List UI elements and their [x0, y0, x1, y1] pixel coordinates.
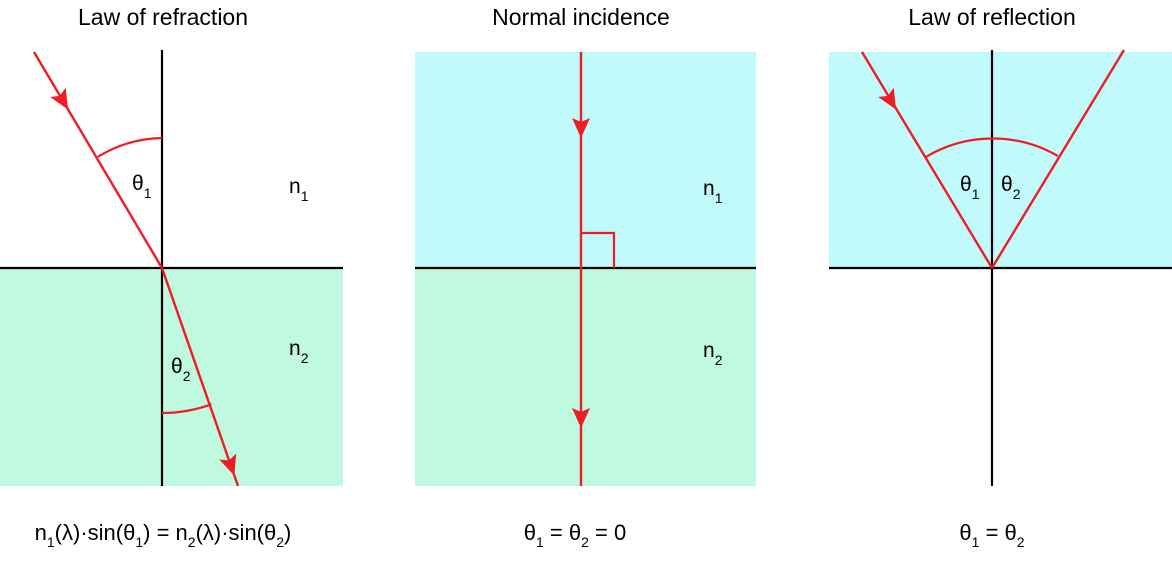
- equation-part: θ: [959, 520, 971, 545]
- medium-label-n2: n2: [703, 339, 723, 368]
- angle-label-theta1: θ1: [960, 173, 980, 202]
- panel-title: Law of refraction: [78, 4, 248, 30]
- right-angle-marker: [581, 231, 616, 268]
- medium-label-n1: n1: [703, 177, 723, 206]
- lower-medium-region: [0, 268, 343, 486]
- normal-incidence-equation: θ1 = θ2 = 0: [524, 520, 626, 550]
- angle-label-theta2: θ2: [171, 355, 191, 384]
- panel-reflection: Law of reflection θ1 θ2 θ1 = θ2: [829, 4, 1172, 550]
- equation-part: 2: [581, 534, 589, 550]
- angle-label-theta2: θ2: [1001, 173, 1021, 202]
- equation-part: θ: [524, 520, 536, 545]
- panel-title: Law of reflection: [908, 4, 1075, 30]
- equation-part: 1: [972, 534, 980, 550]
- medium-label-n2: n2: [289, 337, 309, 366]
- equation-part: 2: [276, 534, 284, 550]
- angle-label-theta1: θ1: [132, 172, 152, 201]
- upper-medium-region: [415, 52, 756, 268]
- incident-ray-arrow: [861, 51, 897, 110]
- lower-medium-region: [415, 268, 756, 486]
- equation-part: n: [35, 520, 47, 545]
- incident-ray-arrow: [33, 51, 69, 110]
- medium-label-n1: n1: [289, 175, 309, 204]
- panel-normal-incidence: Normal incidence n1 n2 θ1 = θ2 = 0: [415, 4, 756, 550]
- equation-part: 2: [188, 534, 196, 550]
- equation-part: 2: [1017, 534, 1025, 550]
- equation-part: 1: [536, 534, 544, 550]
- equation-part: ) = n: [143, 520, 188, 545]
- equation-part: = θ: [979, 520, 1016, 545]
- equation-part: (λ)·sin(θ: [55, 520, 136, 545]
- refracted-ray-arrow: [161, 267, 237, 476]
- angle-arc-reflection: [924, 137, 1059, 159]
- equation-part: 1: [135, 534, 143, 550]
- panel-refraction: Law of refraction θ1 θ2 n1 n2 n1(λ)·sin(…: [0, 4, 343, 550]
- angle-arc-theta1: [97, 136, 163, 158]
- reflection-equation: θ1 = θ2: [959, 520, 1024, 550]
- reflected-ray: [990, 49, 1126, 269]
- equation-part: ): [284, 520, 291, 545]
- equation-part: (λ)·sin(θ: [196, 520, 277, 545]
- equation-part: 1: [47, 534, 55, 550]
- equation-part: = 0: [589, 520, 626, 545]
- panel-title: Normal incidence: [492, 4, 670, 30]
- equation-part: = θ: [544, 520, 581, 545]
- snell-equation: n1(λ)·sin(θ1) = n2(λ)·sin(θ2): [35, 520, 292, 550]
